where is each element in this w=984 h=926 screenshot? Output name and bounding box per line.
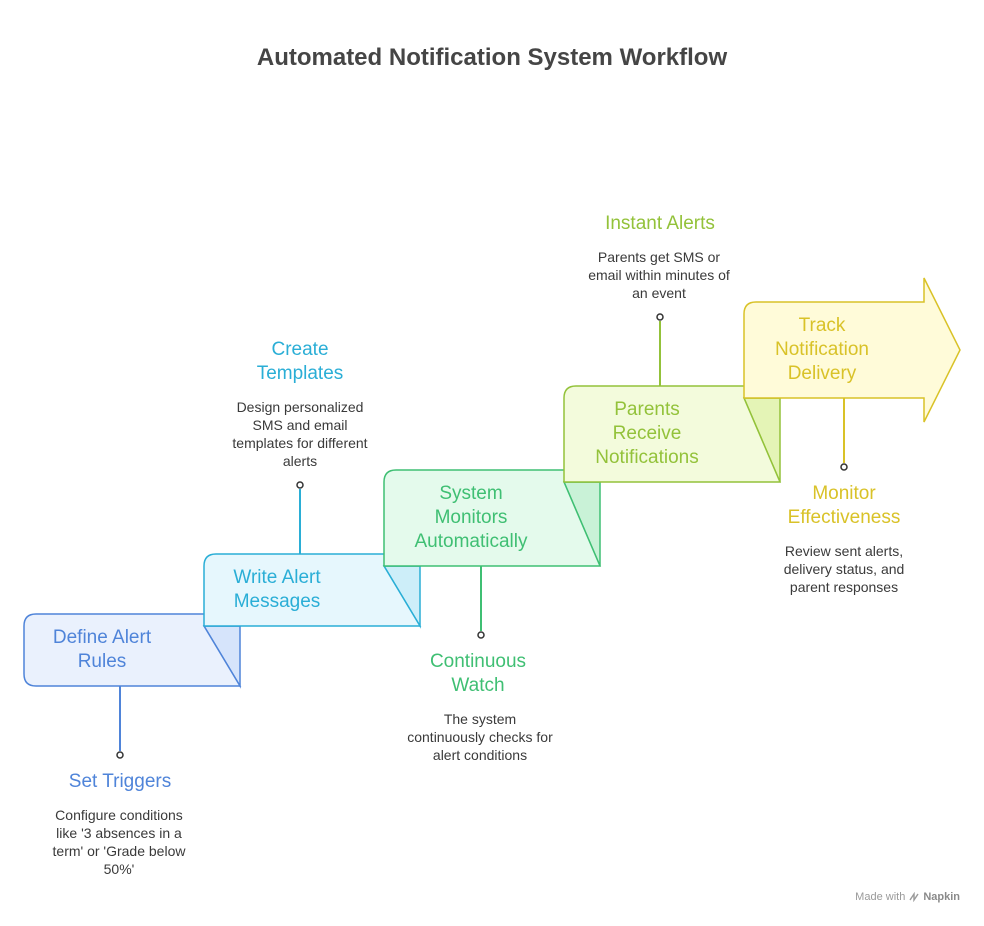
note-desc-3: The system continuously checks for alert… bbox=[407, 711, 553, 763]
note-title-3: Continuous Watch bbox=[429, 651, 527, 696]
step-label-5: Track Notification Delivery bbox=[775, 315, 869, 384]
connectors bbox=[116, 313, 848, 759]
step-5-shape bbox=[743, 277, 961, 423]
connector-dot-4 bbox=[656, 313, 664, 321]
footer-credit: Made with Napkin bbox=[855, 891, 960, 903]
made-with-text: Made with bbox=[855, 891, 906, 903]
note-desc-5: Review sent alerts, delivery status, and… bbox=[783, 543, 905, 595]
note-desc-2: Design personalized SMS and email templa… bbox=[232, 399, 368, 469]
note-title-1: Set Triggers bbox=[68, 771, 172, 792]
step-label-2: Write Alert Messages bbox=[233, 567, 321, 612]
connector-dot-2 bbox=[296, 481, 304, 489]
page-title: Automated Notification System Workflow bbox=[256, 44, 728, 71]
step-3-shape bbox=[383, 469, 602, 567]
napkin-logo-icon bbox=[909, 892, 919, 902]
step-label-3: System Monitors Automatically bbox=[414, 483, 528, 552]
napkin-brand: Napkin bbox=[923, 891, 960, 903]
connector-dot-1 bbox=[116, 751, 124, 759]
step-4-shape bbox=[563, 385, 782, 483]
connector-dot-5 bbox=[840, 463, 848, 471]
note-title-5: Monitor Effectiveness bbox=[787, 483, 901, 528]
step-1-body bbox=[23, 613, 242, 687]
note-desc-4: Parents get SMS or email within minutes … bbox=[588, 249, 730, 301]
note-title-2: Create Templates bbox=[256, 339, 344, 384]
step-label-4: Parents Receive Notifications bbox=[595, 399, 699, 468]
step-label-1: Define Alert Rules bbox=[52, 627, 152, 672]
note-title-4: Instant Alerts bbox=[605, 213, 715, 234]
step-5-arrow bbox=[743, 277, 961, 423]
connector-dot-3 bbox=[477, 631, 485, 639]
step-2-shape bbox=[203, 553, 422, 629]
note-desc-1: Configure conditions like '3 absences in… bbox=[52, 807, 186, 877]
